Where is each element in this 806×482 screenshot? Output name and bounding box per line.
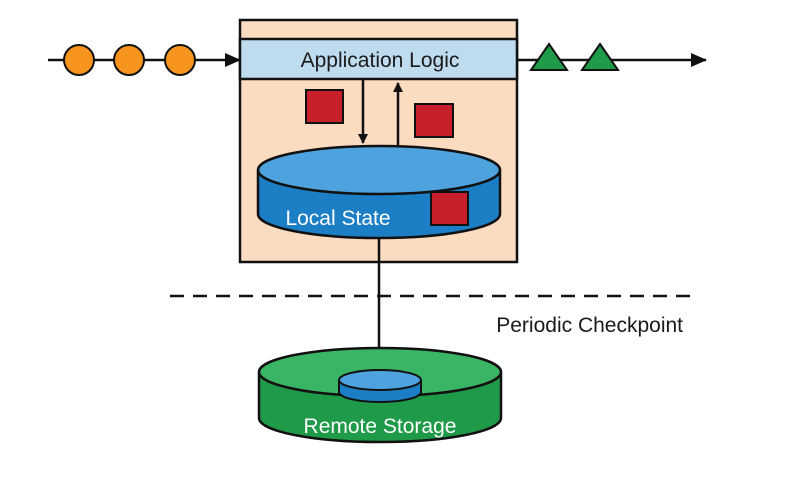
output-event [580,42,620,71]
state-item [414,103,454,138]
local-state-cylinder [256,144,502,240]
periodic-checkpoint-label: Periodic Checkpoint [496,314,683,337]
input-event [113,44,145,76]
input-event [63,44,95,76]
state-item [305,89,344,124]
application-logic-label: Application Logic [301,49,460,72]
state-item [430,191,469,226]
local-state-label: Local State [285,207,390,230]
remote-storage-cylinder [257,346,503,444]
application-logic-bar [238,37,519,81]
output-event [529,42,569,71]
remote-storage-label: Remote Storage [304,415,457,438]
input-events [63,44,196,76]
snapshot-cylinder [338,369,422,403]
input-event [164,44,196,76]
output-events [529,42,620,71]
